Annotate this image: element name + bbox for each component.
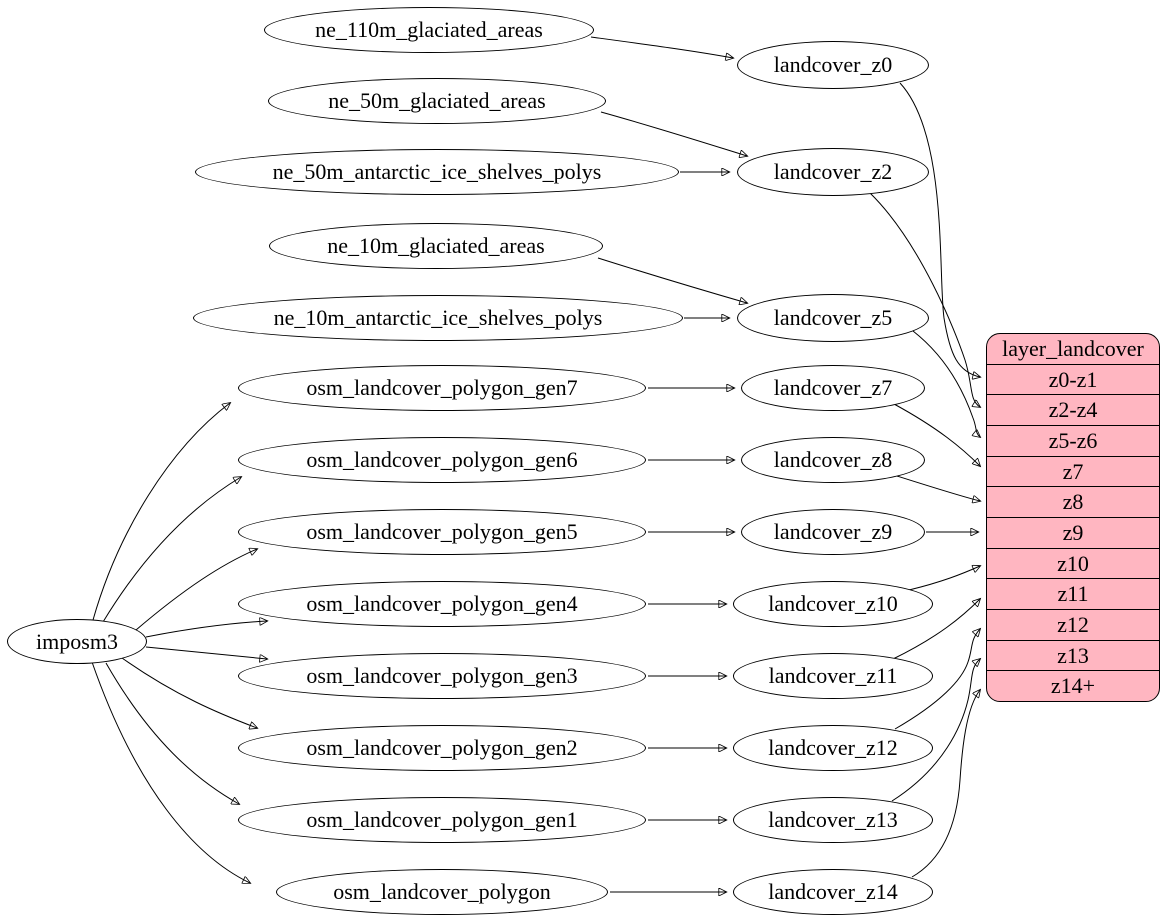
record-row-z13: z13 [987, 639, 1159, 671]
edge-ne-110m-glaciated-areas-to-landcover-z0 [590, 36, 733, 58]
node-label: landcover_z9 [773, 519, 893, 544]
node-label: osm_landcover_polygon_gen3 [306, 663, 578, 688]
node-label: ne_10m_glaciated_areas [327, 233, 545, 258]
node-landcover-z2: landcover_z2 [737, 148, 929, 196]
record-row-z2-z4: z2-z4 [987, 394, 1159, 425]
record-row-z14plus: z14+ [987, 670, 1159, 701]
edge-landcover-z10-to-row-z10 [908, 566, 980, 591]
edge-ne-10m-glaciated-areas-to-landcover-z5 [597, 257, 747, 303]
edge-imposm3-to-osm-landcover-polygon-gen7 [92, 403, 230, 621]
node-ne-10m-glaciated-areas: ne_10m_glaciated_areas [269, 223, 603, 269]
node-label: landcover_z8 [773, 447, 893, 472]
node-landcover-z9: landcover_z9 [741, 509, 925, 555]
node-label: osm_landcover_polygon_gen6 [306, 447, 578, 472]
node-label: landcover_z10 [768, 591, 898, 616]
edge-imposm3-to-osm-landcover-polygon-gen6 [102, 477, 241, 623]
node-label: landcover_z7 [773, 375, 893, 400]
record-row-z5-z6: z5-z6 [987, 425, 1159, 456]
node-label: landcover_z2 [773, 159, 893, 184]
record-row-z11: z11 [987, 578, 1159, 609]
edge-landcover-z7-to-row-z7 [893, 403, 980, 466]
record-layer-landcover: layer_landcover z0-z1 z2-z4 z5-z6 z7 z8 … [986, 333, 1160, 702]
edge-landcover-z0-to-row-z0-z1 [899, 82, 980, 377]
node-landcover-z11: landcover_z11 [733, 653, 933, 699]
node-landcover-z12: landcover_z12 [733, 725, 933, 771]
node-ne-50m-glaciated-areas: ne_50m_glaciated_areas [268, 78, 606, 124]
node-label: ne_50m_antarctic_ice_shelves_polys [272, 159, 602, 184]
node-landcover-z0: landcover_z0 [737, 41, 929, 89]
node-label: landcover_z11 [768, 663, 898, 688]
edge-imposm3-to-osm-landcover-polygon-gen4 [145, 621, 267, 638]
edge-landcover-z12-to-row-z12 [894, 629, 980, 730]
record-title: layer_landcover [1002, 335, 1144, 361]
node-osm-landcover-polygon-gen5: osm_landcover_polygon_gen5 [238, 509, 646, 555]
edge-imposm3-to-osm-landcover-polygon-gen1 [105, 662, 239, 804]
node-landcover-z5: landcover_z5 [737, 294, 929, 342]
node-label: landcover_z13 [768, 807, 898, 832]
node-label: landcover_z14 [768, 879, 898, 904]
edge-imposm3-to-osm-landcover-polygon [91, 661, 250, 883]
node-osm-landcover-polygon: osm_landcover_polygon [276, 869, 608, 915]
edge-landcover-z11-to-row-z11 [892, 599, 980, 660]
node-ne-50m-antarctic-ice-shelves-polys: ne_50m_antarctic_ice_shelves_polys [195, 149, 679, 195]
edge-imposm3-to-osm-landcover-polygon-gen5 [135, 549, 257, 631]
record-row-z10: z10 [987, 547, 1159, 579]
node-landcover-z7: landcover_z7 [741, 365, 925, 411]
node-osm-landcover-polygon-gen4: osm_landcover_polygon_gen4 [238, 581, 646, 627]
node-label: osm_landcover_polygon_gen4 [306, 591, 578, 616]
node-ne-10m-antarctic-ice-shelves-polys: ne_10m_antarctic_ice_shelves_polys [193, 295, 683, 341]
node-osm-landcover-polygon-gen2: osm_landcover_polygon_gen2 [238, 725, 646, 771]
node-osm-landcover-polygon-gen3: osm_landcover_polygon_gen3 [238, 653, 646, 699]
node-imposm3: imposm3 [7, 619, 147, 664]
node-label: ne_110m_glaciated_areas [315, 17, 543, 42]
record-row-z8: z8 [987, 486, 1159, 517]
edge-ne-50m-glaciated-areas-to-landcover-z2 [600, 111, 747, 156]
node-landcover-z10: landcover_z10 [733, 581, 933, 627]
node-label: imposm3 [36, 628, 118, 654]
record-row-z7: z7 [987, 455, 1159, 487]
node-landcover-z13: landcover_z13 [733, 797, 933, 843]
edge-landcover-z14-to-row-z14plus [911, 690, 980, 878]
edge-landcover-z8-to-row-z8 [896, 475, 980, 501]
edge-imposm3-to-osm-landcover-polygon-gen3 [145, 646, 267, 659]
node-label: osm_landcover_polygon_gen1 [306, 807, 578, 832]
node-osm-landcover-polygon-gen6: osm_landcover_polygon_gen6 [238, 437, 646, 483]
edge-landcover-z2-to-row-z2-z4 [869, 192, 980, 407]
node-label: landcover_z12 [768, 735, 898, 760]
node-label: osm_landcover_polygon_gen7 [306, 375, 578, 400]
node-label: landcover_z0 [773, 52, 893, 77]
node-label: ne_10m_antarctic_ice_shelves_polys [273, 305, 603, 330]
node-label: ne_50m_glaciated_areas [328, 88, 546, 113]
edge-landcover-z5-to-row-z5-z6 [912, 330, 980, 437]
node-landcover-z8: landcover_z8 [741, 437, 925, 483]
edge-imposm3-to-osm-landcover-polygon-gen2 [121, 657, 257, 728]
node-landcover-z14: landcover_z14 [733, 869, 933, 915]
node-label: osm_landcover_polygon_gen2 [306, 735, 578, 760]
record-row-z0-z1: z0-z1 [987, 363, 1159, 395]
node-label: osm_landcover_polygon_gen5 [306, 519, 578, 544]
node-label: landcover_z5 [773, 305, 893, 330]
node-label: osm_landcover_polygon [333, 879, 551, 904]
record-row-z12: z12 [987, 609, 1159, 640]
node-ne-110m-glaciated-areas: ne_110m_glaciated_areas [264, 7, 594, 53]
record-row-z9: z9 [987, 517, 1159, 548]
edge-landcover-z13-to-row-z13 [891, 659, 980, 802]
node-osm-landcover-polygon-gen1: osm_landcover_polygon_gen1 [238, 797, 646, 843]
node-osm-landcover-polygon-gen7: osm_landcover_polygon_gen7 [238, 365, 646, 411]
